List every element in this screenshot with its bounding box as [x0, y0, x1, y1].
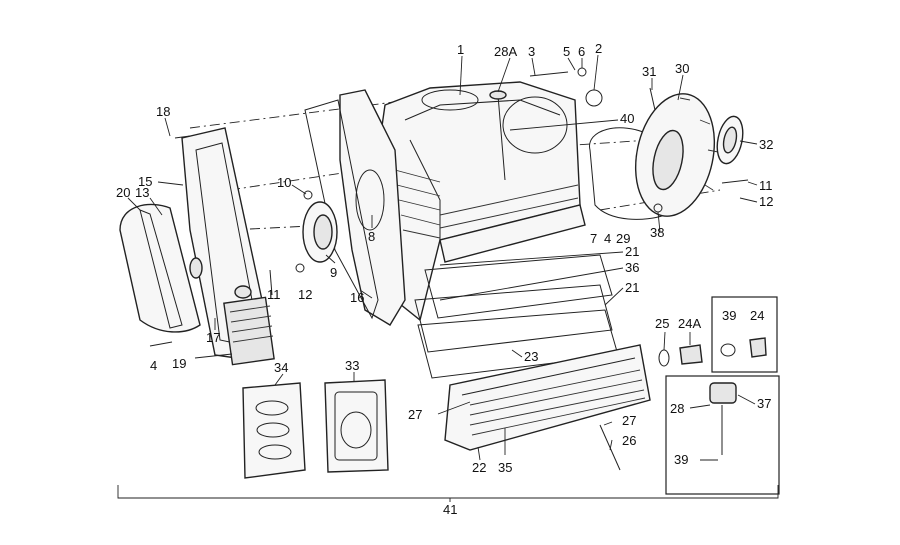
callout-label: 24 — [750, 308, 764, 323]
callout-label: 37 — [757, 396, 771, 411]
callout-label: 33 — [345, 358, 359, 373]
callout-label: 22 — [472, 460, 486, 475]
callout-label: 12 — [759, 194, 773, 209]
callout-label: 4 — [150, 358, 157, 373]
callout-label: 17 — [206, 330, 220, 345]
callout-label: 7 — [590, 231, 597, 246]
callout-label: 24A — [678, 316, 701, 331]
callout-label: 23 — [524, 349, 538, 364]
callout-label: 5 — [563, 44, 570, 59]
seal-flange — [302, 201, 338, 263]
callout-label: 32 — [759, 137, 773, 152]
callout-label: 41 — [443, 502, 457, 517]
callout-label: 3 — [528, 44, 535, 59]
callout-label: 27 — [408, 407, 422, 422]
callout-label: 20 — [116, 185, 130, 200]
callout-label: 1 — [457, 42, 464, 57]
flywheel-housing — [589, 93, 744, 220]
gasket-kit-bags — [242, 379, 389, 479]
callout-label: 31 — [642, 64, 656, 79]
callout-label: 36 — [625, 260, 639, 275]
callout-label: 11 — [267, 287, 281, 302]
callout-label: 12 — [298, 287, 312, 302]
callout-label: 2 — [595, 41, 602, 56]
crankcase — [379, 81, 586, 322]
callout-label: 35 — [498, 460, 512, 475]
callout-label: 30 — [675, 61, 689, 76]
callout-label: 4 — [604, 231, 611, 246]
callout-label: 39 — [722, 308, 736, 323]
generator-cover — [119, 203, 203, 333]
callout-label: 38 — [650, 225, 664, 240]
callout-label: 26 — [622, 433, 636, 448]
oil-sump — [444, 344, 651, 451]
callout-label: 8 — [368, 229, 375, 244]
leader-lines — [117, 54, 779, 502]
callout-labels: 1 28A 3 5 6 2 31 30 40 32 18 15 20 13 10… — [116, 41, 773, 517]
callout-label: 9 — [330, 265, 337, 280]
callout-label: 28 — [670, 401, 684, 416]
callout-label: 13 — [135, 185, 149, 200]
callout-label: 16 — [350, 290, 364, 305]
callout-label: 40 — [620, 111, 634, 126]
callout-label: 28A — [494, 44, 517, 59]
callout-label: 25 — [655, 316, 669, 331]
callout-label: 15 — [138, 174, 152, 189]
callout-label: 21 — [625, 244, 639, 259]
callout-label: 18 — [156, 104, 170, 119]
callout-label: 34 — [274, 360, 288, 375]
rear-cover — [181, 127, 275, 366]
detail-boxes — [658, 296, 780, 495]
callout-label: 19 — [172, 356, 186, 371]
callout-label: 6 — [578, 44, 585, 59]
callout-label: 39 — [674, 452, 688, 467]
callout-label: 11 — [759, 178, 773, 193]
callout-label: 10 — [277, 175, 291, 190]
callout-label: 21 — [625, 280, 639, 295]
callout-label: 27 — [622, 413, 636, 428]
callout-label: 29 — [616, 231, 630, 246]
